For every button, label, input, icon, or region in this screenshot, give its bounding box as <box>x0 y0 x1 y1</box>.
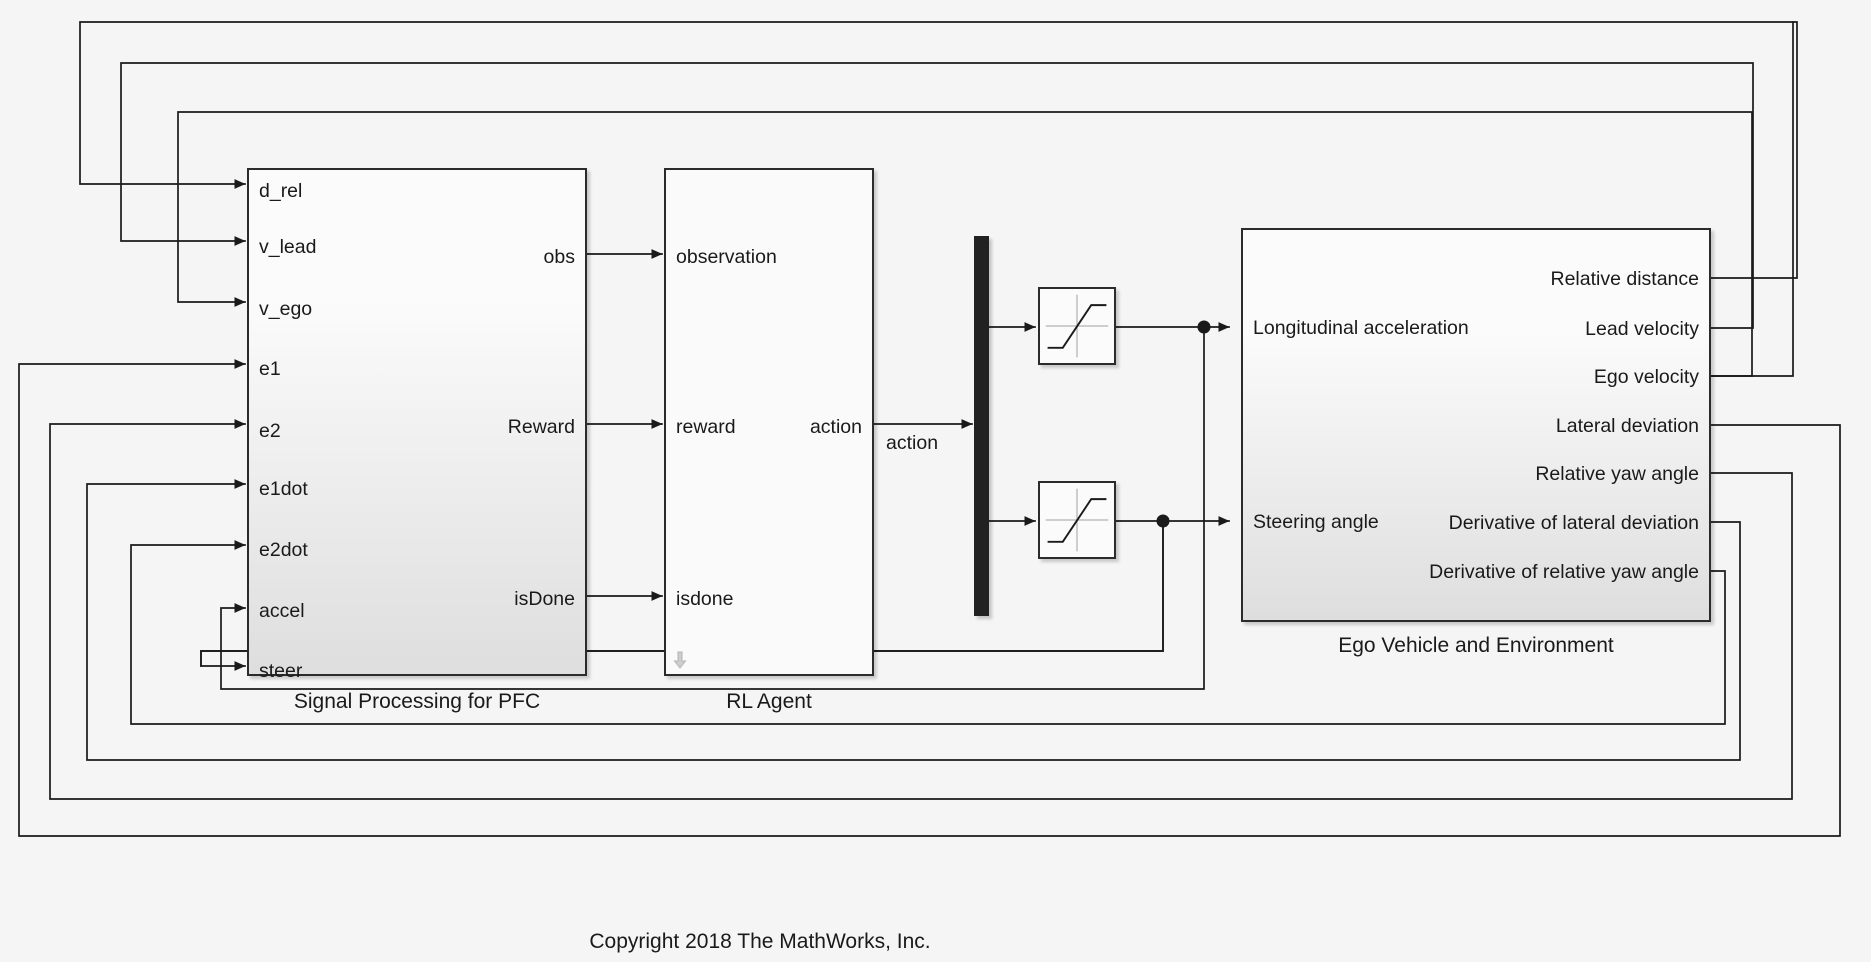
block-caption-rl-agent: RL Agent <box>726 690 812 713</box>
port-label-e2: e2 <box>259 420 281 442</box>
port-label-steer: steer <box>259 660 303 682</box>
port-label-longitudinal-acceleration: Longitudinal acceleration <box>1253 317 1469 339</box>
port-label-e1dot: e1dot <box>259 478 308 500</box>
junction-dot <box>1156 514 1170 528</box>
block-signal-processing-for-pfc[interactable]: d_rel v_lead v_ego e1 e2 e1dot e2dot acc… <box>247 168 587 681</box>
junction-dot <box>1197 320 1211 334</box>
port-label-derivative-of-relative-yaw-angle: Derivative of relative yaw angle <box>1429 561 1699 583</box>
block-caption-signal-processing: Signal Processing for PFC <box>293 690 541 713</box>
port-label-lead-velocity: Lead velocity <box>1585 318 1699 340</box>
port-label-isdone: isDone <box>514 588 575 610</box>
saturation-block-steering[interactable] <box>1038 481 1116 559</box>
block-caption-ego-vehicle: Ego Vehicle and Environment <box>1338 634 1614 657</box>
port-label-observation: observation <box>676 246 777 268</box>
port-label-action: action <box>809 416 862 438</box>
port-label-reward-in: reward <box>676 416 736 438</box>
down-arrow-badge-icon <box>673 651 687 669</box>
signal-label-action: action <box>886 432 939 454</box>
port-label-derivative-of-lateral-deviation: Derivative of lateral deviation <box>1448 512 1699 534</box>
port-label-relative-distance: Relative distance <box>1550 268 1700 290</box>
copyright-notice: Copyright 2018 The MathWorks, Inc. <box>589 930 931 953</box>
port-label-obs: obs <box>543 246 575 268</box>
port-label-isdone-in: isdone <box>676 588 734 610</box>
port-label-d_rel: d_rel <box>259 180 303 202</box>
port-label-ego-velocity: Ego velocity <box>1593 366 1699 388</box>
block-ego-vehicle-and-environment[interactable]: Longitudinal acceleration Steering angle… <box>1241 228 1711 622</box>
port-label-reward: Reward <box>507 416 575 438</box>
port-label-e2dot: e2dot <box>259 539 308 561</box>
port-label-v_ego: v_ego <box>259 298 313 320</box>
demux-bar[interactable] <box>974 236 989 616</box>
saturation-curve-icon <box>1045 488 1109 552</box>
port-label-v_lead: v_lead <box>259 236 317 258</box>
port-label-e1: e1 <box>259 358 281 380</box>
port-label-relative-yaw-angle: Relative yaw angle <box>1535 463 1699 485</box>
port-label-accel: accel <box>259 600 305 622</box>
saturation-block-acceleration[interactable] <box>1038 287 1116 365</box>
saturation-curve-icon <box>1045 294 1109 358</box>
block-rl-agent[interactable]: observation reward isdone action <box>664 168 874 676</box>
port-label-steering-angle: Steering angle <box>1253 511 1379 533</box>
port-label-lateral-deviation: Lateral deviation <box>1555 415 1699 437</box>
